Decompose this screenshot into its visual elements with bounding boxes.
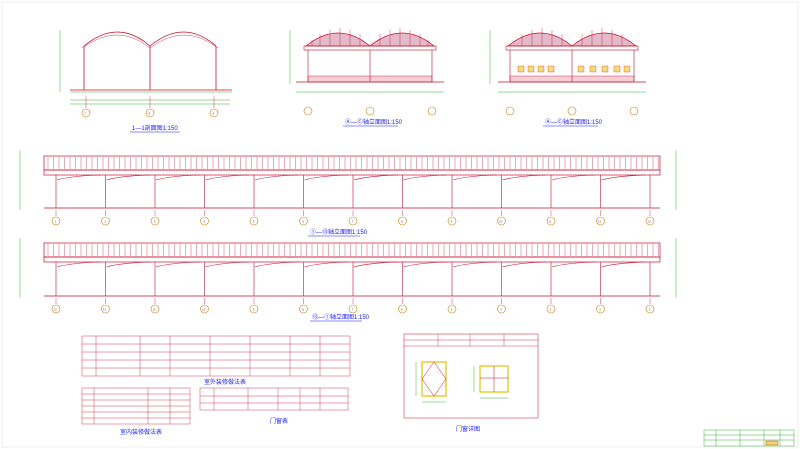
axis-bubble [81, 108, 91, 118]
axis-label: 13 [647, 220, 651, 224]
axis-bubble [145, 108, 155, 118]
axis-label: 10 [499, 220, 503, 224]
axis-label: 11 [548, 220, 552, 224]
axis-bubble [348, 304, 358, 314]
axis-bubble [447, 216, 457, 226]
table-doors [199, 387, 349, 411]
axis-label: 2 [104, 220, 106, 224]
axis-bubble [150, 304, 160, 314]
drawing-title: ⑬—①轴立面图1:150 [312, 313, 370, 321]
axis-bubble [596, 304, 605, 314]
axis-label: 8 [401, 220, 403, 224]
axis-label: 9 [451, 220, 453, 224]
axis-label: 7 [352, 220, 354, 224]
axis-label: C [85, 112, 87, 116]
axis-bubble [645, 216, 655, 226]
axis-label: 5 [253, 220, 255, 224]
table-title: 室内装修做法表 [120, 428, 162, 436]
elevation-a-c-2: Ⓐ—Ⓒ轴立面图1:150 [489, 28, 646, 127]
door-window-detail [403, 333, 539, 419]
table-title: 室外装修做法表 [204, 378, 246, 386]
axis-label: 7 [352, 308, 354, 312]
axis-bubble [101, 304, 110, 314]
axis-bubble [299, 304, 308, 314]
axis-bubble [629, 106, 639, 116]
axis-label: 3 [550, 308, 552, 312]
title-block [703, 429, 795, 447]
axis-label: 6 [302, 220, 304, 224]
axis-label: 4 [203, 220, 205, 224]
axis-label: 9 [253, 308, 255, 312]
axis-label: 4 [500, 308, 502, 312]
drawing-title: Ⓐ—Ⓒ轴立面图1:150 [345, 118, 403, 126]
table-exterior-finish [81, 335, 351, 377]
axis-label: 2 [599, 308, 601, 312]
axis-bubble [546, 216, 556, 226]
axis-label: 10 [202, 308, 206, 312]
axis-label: A [213, 112, 215, 116]
axis-bubble [303, 106, 313, 116]
axis-bubble [645, 304, 655, 314]
axis-bubble [398, 216, 407, 226]
table-title: 门窗详图 [456, 425, 480, 433]
drawing-title: Ⓐ—Ⓒ轴立面图1:150 [545, 118, 603, 126]
drawing-title: 1—1剖面图1:150 [132, 124, 178, 132]
axis-label: 11 [152, 308, 156, 312]
axis-label: 1 [55, 220, 57, 224]
axis-bubble [427, 106, 437, 116]
axis-bubble [209, 108, 219, 118]
axis-bubble [249, 304, 259, 314]
axis-bubble [546, 304, 556, 314]
elevation-long-2: 13 12 11 10 9 8 7 6 5 4 3 2 1 ⑬—①轴立面图1:150 [19, 238, 677, 322]
axis-bubble [348, 216, 358, 226]
axis-bubble [596, 216, 605, 226]
axis-bubble [51, 216, 61, 226]
axis-label: 12 [103, 308, 107, 312]
axis-bubble [200, 216, 209, 226]
axis-bubble [200, 304, 209, 314]
section-1-1: C B A 1—1剖面图1:150 [59, 30, 232, 133]
axis-bubble [497, 304, 506, 314]
axis-bubble [299, 216, 308, 226]
axis-bubble [365, 106, 375, 116]
axis-bubble [505, 106, 515, 116]
axis-bubble [101, 216, 110, 226]
axis-label: 1 [649, 308, 651, 312]
axis-label: 8 [302, 308, 304, 312]
axis-label: B [149, 112, 151, 116]
axis-label: 6 [401, 308, 403, 312]
axis-bubble [150, 216, 160, 226]
table-interior-finish [81, 387, 191, 425]
axis-bubble [51, 304, 61, 314]
axis-label: 5 [451, 308, 453, 312]
axis-bubble [447, 304, 457, 314]
axis-label: 12 [598, 220, 602, 224]
drawing-title: ①—⑬轴立面图1:150 [310, 228, 368, 236]
axis-bubble [398, 304, 407, 314]
axis-bubble [497, 216, 506, 226]
elevation-a-c-1: Ⓐ—Ⓒ轴立面图1:150 [289, 28, 444, 127]
axis-bubble [567, 106, 577, 116]
axis-label: 3 [154, 220, 156, 224]
axis-bubble [249, 216, 259, 226]
table-title: 门窗表 [270, 417, 288, 425]
axis-label: 13 [53, 308, 57, 312]
